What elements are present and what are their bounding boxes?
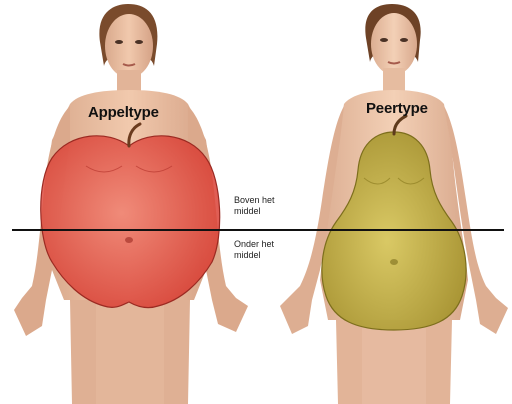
pear-thighs (362, 320, 426, 404)
apple-figure (14, 4, 248, 404)
below-waist-line1: Onder het (234, 239, 294, 250)
below-waist-label: Onder het middel (234, 239, 294, 261)
apple-navel (125, 237, 133, 243)
above-waist-line1: Boven het (234, 195, 294, 206)
above-waist-label: Boven het middel (234, 195, 294, 217)
above-waist-line2: middel (234, 206, 294, 217)
pear-head (371, 13, 417, 75)
pear-neck (383, 68, 405, 92)
apple-eye-right (135, 40, 143, 44)
pear-type-label: Peertype (366, 100, 428, 117)
apple-type-label: Appeltype (88, 104, 159, 121)
pear-eye-right (400, 38, 408, 42)
pear-eye-left (380, 38, 388, 42)
pear-figure (280, 4, 508, 404)
below-waist-line2: middel (234, 250, 294, 261)
apple-thighs (96, 300, 164, 404)
apple-eye-left (115, 40, 123, 44)
apple-head (105, 14, 153, 78)
apple-shape (41, 136, 220, 308)
pear-navel (390, 259, 398, 265)
